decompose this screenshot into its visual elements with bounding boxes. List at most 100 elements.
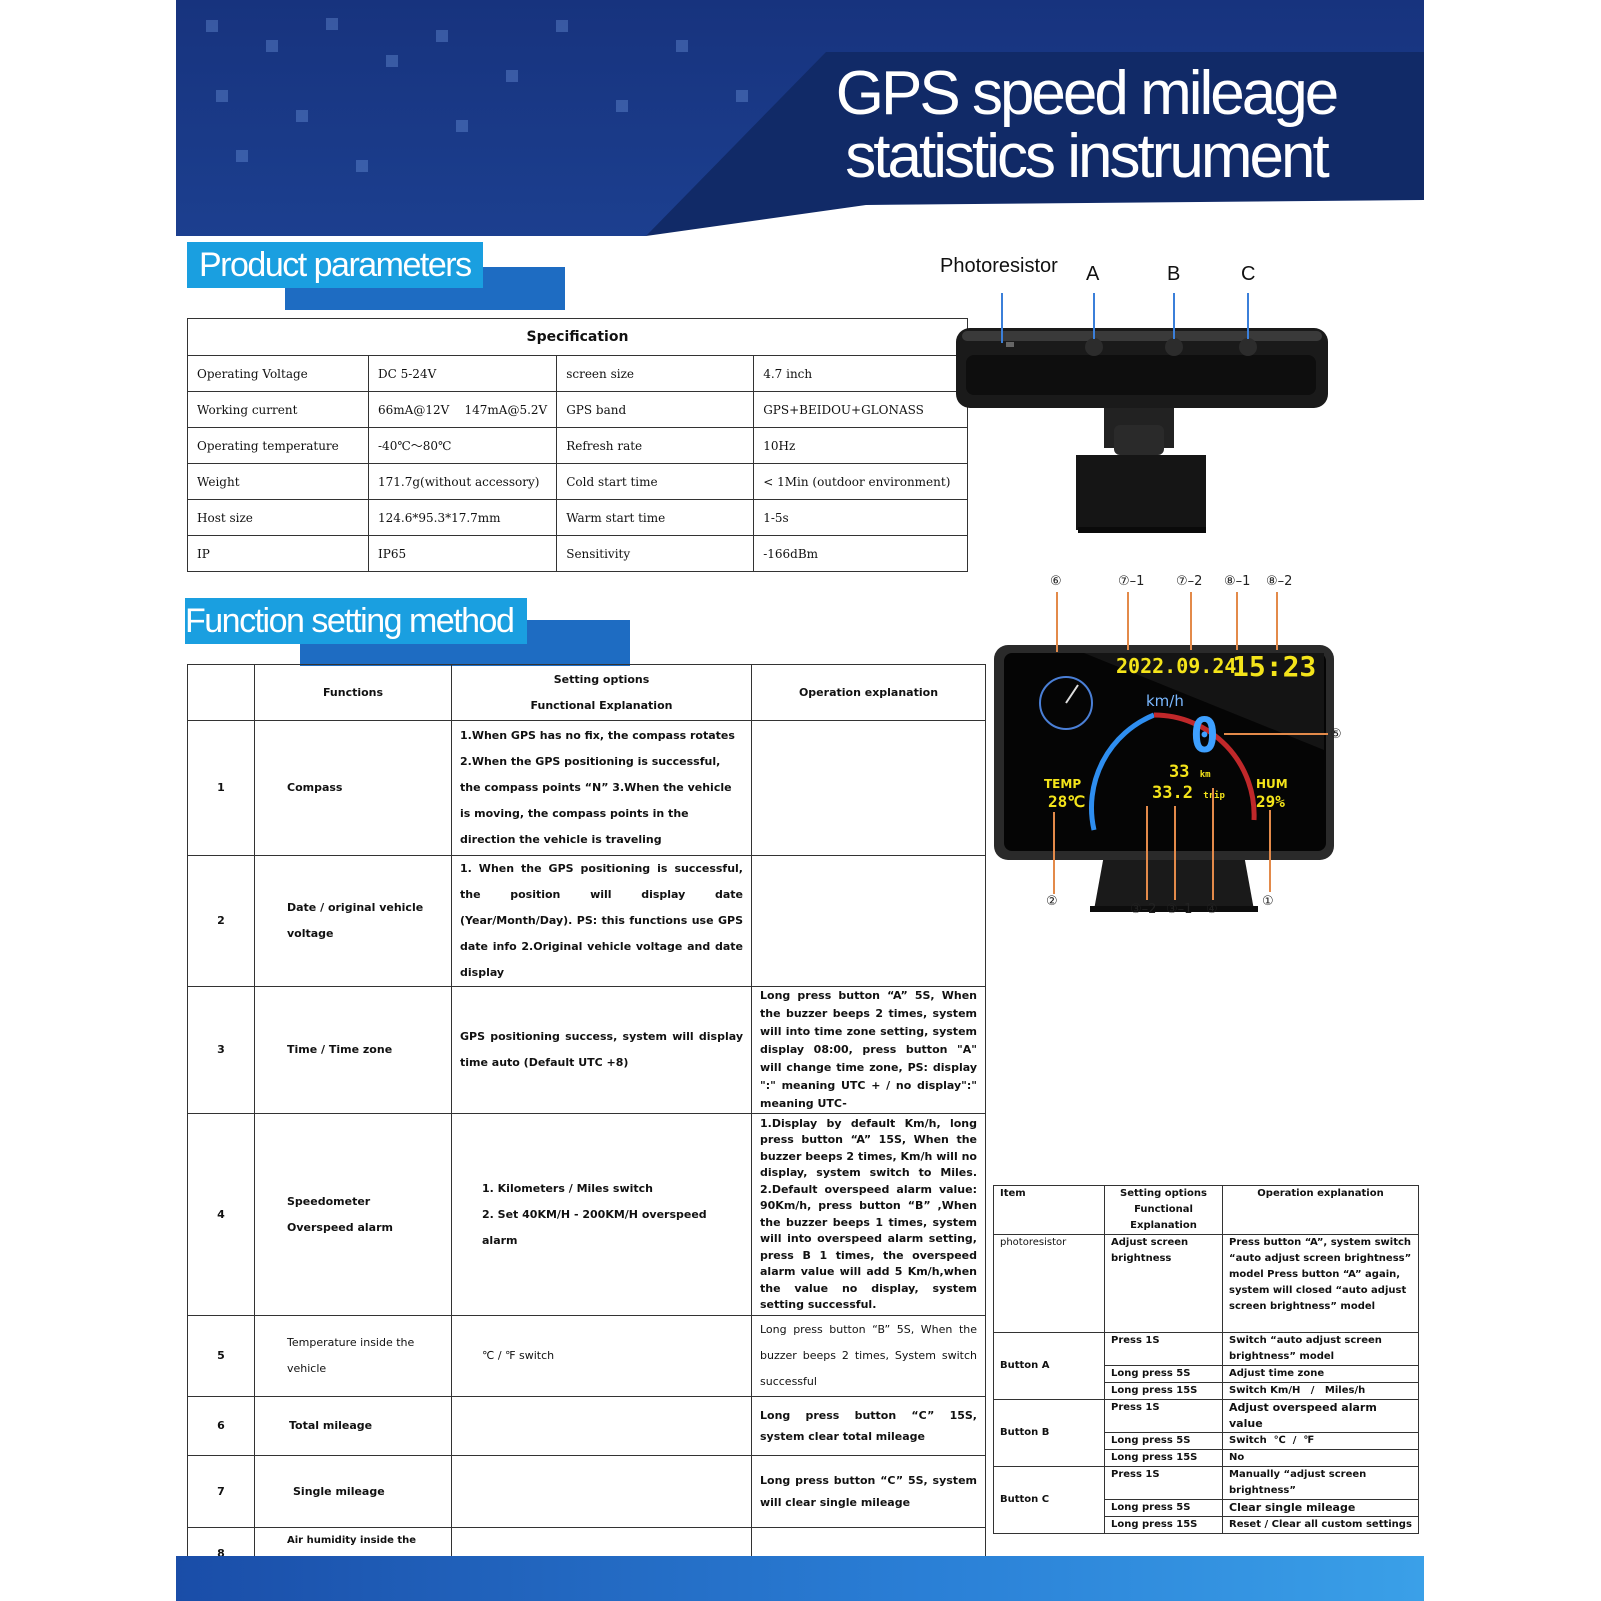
callout-8-1: ⑧–1 bbox=[1224, 574, 1251, 589]
table-row: 2 Date / original vehicle voltage 1. Whe… bbox=[187, 855, 986, 987]
callout-3-2: ③–2 bbox=[1130, 902, 1157, 917]
table-cell: 171.7g(without accessory) bbox=[367, 463, 558, 500]
item-button-c: Button C bbox=[993, 1466, 1105, 1534]
photoresistor-label: Photoresistor bbox=[940, 255, 1058, 277]
header-functions: Functions bbox=[254, 664, 452, 721]
table-cell: Long press 15S bbox=[1104, 1516, 1223, 1534]
callout-7-1: ⑦–1 bbox=[1118, 574, 1145, 589]
table-row: Long press 5S Adjust time zone bbox=[994, 1365, 1419, 1383]
table-cell: -40℃～80℃ bbox=[367, 427, 558, 464]
row-setting-line2: 2. Set 40KM/H - 200KM/H overspeed alarm bbox=[482, 1207, 707, 1247]
table-cell: Manually “adjust screen brightness” bbox=[1222, 1466, 1419, 1500]
row-number: 5 bbox=[187, 1315, 255, 1397]
table-cell: 10Hz bbox=[753, 427, 968, 464]
table-header-row: Functions Setting options Functional Exp… bbox=[187, 664, 986, 721]
callout-5: ⑤ bbox=[1330, 727, 1342, 742]
banner-title-line1: GPS speed mileage bbox=[835, 59, 1339, 128]
table-row: 3 Time / Time zone GPS positioning succe… bbox=[187, 986, 986, 1114]
spec-header: Specification bbox=[187, 318, 968, 356]
row-function: Total mileage bbox=[254, 1396, 452, 1456]
display-hum-label: HUM bbox=[1256, 777, 1288, 791]
row-function: Date / original vehicle voltage bbox=[254, 855, 452, 987]
table-cell: Long press 15S bbox=[1104, 1449, 1223, 1467]
table-row: Long press 15S No bbox=[994, 1449, 1419, 1467]
table-row: Button A Press 1S Switch “auto adjust sc… bbox=[993, 1332, 1419, 1400]
table-cell: 124.6*95.3*17.7mm bbox=[367, 499, 558, 536]
row-operation: Long press button “A” 5S, When the buzze… bbox=[751, 986, 986, 1114]
display-date: 2022.09.24 bbox=[1116, 654, 1237, 678]
section-title-product-parameters: Product parameters bbox=[187, 242, 483, 288]
table-row: 5 Temperature inside the vehicle ℃ / ℉ s… bbox=[187, 1315, 986, 1397]
table-cell: 4.7 inch bbox=[753, 355, 968, 392]
row-number: 2 bbox=[187, 855, 255, 987]
table-row: 7 Single mileage Long press button “C” 5… bbox=[187, 1455, 986, 1528]
row-setting: ℃ / ℉ switch bbox=[451, 1315, 752, 1397]
function-table: Functions Setting options Functional Exp… bbox=[187, 664, 986, 1581]
table-cell: Weight bbox=[187, 463, 369, 500]
table-cell: Switch Km/H / Miles/h bbox=[1222, 1382, 1419, 1400]
product-sheet: GPS speed mileage statistics instrument … bbox=[176, 0, 1424, 1601]
row-number: 4 bbox=[187, 1113, 255, 1316]
row-setting: 1.When GPS has no fix, the compass rotat… bbox=[451, 720, 752, 856]
header-operation: Operation explanation bbox=[1222, 1185, 1419, 1235]
table-cell: Press 1S bbox=[1104, 1466, 1223, 1500]
table-header-row: Item Setting options Functional Explanat… bbox=[993, 1185, 1419, 1235]
header-item: Item bbox=[993, 1185, 1105, 1235]
table-cell: No bbox=[1222, 1449, 1419, 1467]
callout-1: ① bbox=[1262, 894, 1274, 909]
display-odometer: 33 km bbox=[1169, 762, 1211, 782]
table-cell: < 1Min (outdoor environment) bbox=[753, 463, 968, 500]
banner-title-line2: statistics instrument bbox=[845, 122, 1329, 191]
table-cell: Host size bbox=[187, 499, 369, 536]
table-row: 4 Speedometer Overspeed alarm 1. Kilomet… bbox=[187, 1113, 986, 1316]
table-cell: Sensitivity bbox=[556, 535, 755, 572]
row-operation: Long press button “C” 5S, system will cl… bbox=[751, 1455, 986, 1528]
table-row: Long press 5S Switch ℃ / ℉ bbox=[994, 1432, 1419, 1450]
table-cell: DC 5-24V bbox=[367, 355, 558, 392]
callout-8-2: ⑧–2 bbox=[1266, 574, 1293, 589]
table-cell: Switch ℃ / ℉ bbox=[1222, 1432, 1419, 1450]
display-device: 2022.09.24 15:23 km/h 0 33 km 33.2 trip … bbox=[994, 570, 1374, 940]
row-function: Time / Time zone bbox=[254, 986, 452, 1114]
table-cell: Press 1S bbox=[1104, 1332, 1223, 1366]
table-cell: Long press 5S bbox=[1104, 1365, 1223, 1383]
banner-title: GPS speed mileage statistics instrument bbox=[806, 62, 1366, 188]
table-cell: -166dBm bbox=[753, 535, 968, 572]
row-function: Speedometer Overspeed alarm bbox=[254, 1113, 452, 1316]
operation-photoresistor: Press button “A”, system switch “auto ad… bbox=[1222, 1234, 1419, 1333]
item-photoresistor: photoresistor bbox=[993, 1234, 1105, 1333]
row-function-line1: Speedometer bbox=[287, 1194, 371, 1208]
table-cell: IP65 bbox=[367, 535, 558, 572]
table-cell: Clear single mileage bbox=[1222, 1499, 1419, 1517]
table-row: Host size 124.6*95.3*17.7mm Warm start t… bbox=[187, 499, 968, 536]
callout-6: ⑥ bbox=[1050, 574, 1062, 589]
display-hum-value: 29% bbox=[1256, 792, 1285, 811]
table-row: 1 Compass 1.When GPS has no fix, the com… bbox=[187, 720, 986, 856]
table-row: Operating temperature -40℃～80℃ Refresh r… bbox=[187, 427, 968, 464]
odometer-value: 33 bbox=[1169, 762, 1190, 782]
specification-table: Specification Operating Voltage DC 5-24V… bbox=[187, 318, 968, 572]
row-number: 1 bbox=[187, 720, 255, 856]
callout-7-2: ⑦–2 bbox=[1176, 574, 1203, 589]
header-setting-line2: Functional bbox=[1134, 1204, 1193, 1215]
section-title-function-setting: Function setting method bbox=[185, 598, 527, 644]
table-cell: IP bbox=[187, 535, 369, 572]
display-temp-label: TEMP bbox=[1044, 777, 1082, 791]
row-function: Single mileage bbox=[254, 1455, 452, 1528]
table-row: Operating Voltage DC 5-24V screen size 4… bbox=[187, 355, 968, 392]
row-setting: GPS positioning success, system will dis… bbox=[451, 986, 752, 1114]
row-number: 3 bbox=[187, 986, 255, 1114]
row-operation: Long press button “C” 15S, system clear … bbox=[751, 1396, 986, 1456]
table-row: Button C Press 1S Manually “adjust scree… bbox=[993, 1466, 1419, 1534]
table-cell: Adjust overspeed alarm value bbox=[1222, 1399, 1419, 1433]
row-function: Compass bbox=[254, 720, 452, 856]
table-cell: screen size bbox=[556, 355, 755, 392]
row-operation bbox=[751, 720, 986, 856]
table-cell: 66mA@12V 147mA@5.2V bbox=[367, 391, 558, 428]
display-trip: 33.2 trip bbox=[1152, 783, 1225, 803]
row-setting bbox=[451, 1455, 752, 1528]
row-function-line2: Overspeed alarm bbox=[287, 1220, 393, 1234]
callout-4: ④ bbox=[1206, 902, 1218, 917]
table-cell: Warm start time bbox=[556, 499, 755, 536]
table-cell: Refresh rate bbox=[556, 427, 755, 464]
